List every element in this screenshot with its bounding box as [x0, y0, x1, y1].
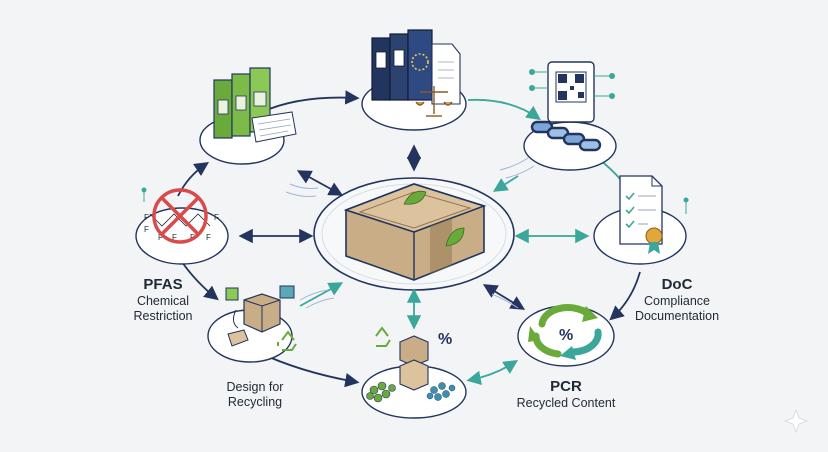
cardboard-box-icon — [225, 285, 295, 347]
spoke-top-right — [492, 175, 519, 192]
svg-text:F: F — [214, 213, 219, 222]
recycle-icon — [277, 330, 297, 351]
scales-of-justice-icon — [415, 86, 453, 117]
sparkle-icon — [783, 408, 809, 434]
design-line1: Design for — [226, 380, 284, 394]
node-pcr: % — [517, 304, 615, 367]
motion-streaks — [285, 157, 535, 309]
svg-text:F: F — [144, 225, 149, 234]
compostable-box-icon — [343, 183, 487, 281]
arrow-bottom-right-to-bottom — [466, 360, 519, 385]
node-doc — [593, 175, 689, 265]
stacked-boxes-icon — [399, 335, 429, 391]
doc-title: DoC — [661, 276, 693, 293]
node-documents — [199, 67, 297, 165]
node-material: % — [361, 326, 467, 419]
label-design: Design for Recycling — [200, 380, 310, 410]
svg-text:F: F — [172, 233, 177, 242]
design-line2: Recycling — [227, 395, 283, 409]
svg-text:F: F — [206, 233, 211, 242]
leaf-icon-side — [445, 227, 465, 247]
doc-line2: Documentation — [634, 309, 720, 323]
spoke-bottom-left — [299, 282, 344, 307]
certificate-icon — [619, 175, 663, 254]
label-pcr: PCR Recycled Content — [496, 378, 636, 411]
pcr-title: PCR — [550, 378, 582, 395]
spoke-top-left — [296, 170, 344, 196]
node-traceability — [523, 61, 617, 171]
blue-pellets-icon — [426, 382, 456, 401]
green-pellets-icon — [366, 381, 396, 403]
pcr-line1: Recycled Content — [516, 396, 616, 410]
spoke-bottom-right — [482, 284, 526, 310]
percent-icon-pcr: % — [559, 327, 573, 344]
label-doc: DoC Compliance Documentation — [614, 276, 740, 324]
recycle-icon-bottom — [375, 326, 391, 347]
node-design — [207, 285, 297, 363]
pfas-line2: Restriction — [133, 309, 193, 323]
percent-icon: % — [438, 331, 452, 348]
cycle-arrowheads — [528, 306, 598, 360]
prohibited-icon — [152, 188, 208, 244]
qr-code-icon — [529, 61, 615, 123]
svg-text:F: F — [144, 213, 149, 222]
leaf-icon — [403, 190, 427, 205]
arrow-left-to-top-left — [177, 162, 209, 197]
doc-line1: Compliance — [643, 294, 710, 308]
sparkle-icons — [141, 187, 147, 202]
svg-text:F: F — [158, 233, 163, 242]
pfas-line1: Chemical — [136, 294, 190, 308]
spoke-arrows — [238, 144, 590, 330]
seal-icon — [645, 227, 663, 245]
arrow-top-left-to-top — [261, 90, 360, 113]
arrow-left-to-bottom-left — [181, 261, 219, 301]
label-pfas: PFAS Chemical Restriction — [108, 276, 218, 324]
regulation-binders-icon — [371, 29, 461, 117]
arrow-right-to-bottom-right — [609, 271, 641, 321]
node-pfas: F F F F F F F — [135, 187, 229, 265]
green-binders-icon — [213, 67, 297, 143]
node-regulation — [361, 29, 467, 131]
arrow-top-to-top-right — [467, 98, 541, 121]
chain-link-icon — [530, 120, 602, 152]
pfas-title: PFAS — [143, 276, 183, 293]
